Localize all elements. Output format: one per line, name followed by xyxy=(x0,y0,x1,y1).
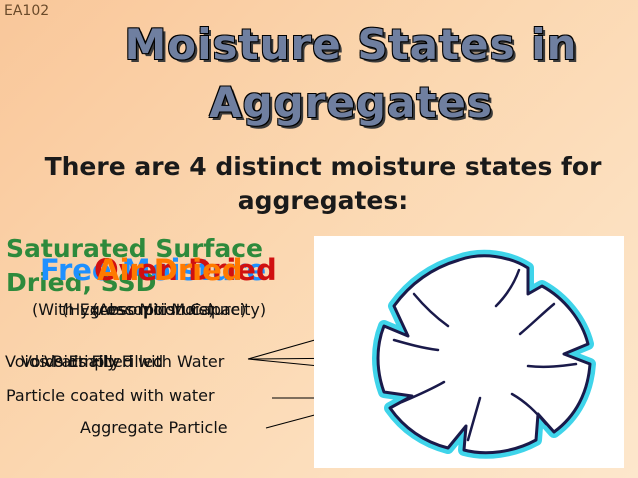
note-absorption-capacity: (Absorption Capacity) xyxy=(92,300,267,319)
subtitle: There are 4 distinct moisture states for… xyxy=(44,152,602,215)
aggregate-particle xyxy=(376,254,592,455)
void-lower-right xyxy=(510,392,548,426)
aggregate-particle-diagram xyxy=(372,249,596,459)
note-excess-moisture: (With Excess Moisture) xyxy=(32,300,215,319)
state-oven-dried-label: Oven Dried xyxy=(94,253,277,287)
label-voids-empty: Voids Empty xyxy=(21,352,121,371)
void-upper-right xyxy=(518,302,556,336)
state-ssd-line1: Saturated Surface xyxy=(6,234,263,263)
state-ssd-label: Saturated Surface Dried, SSD xyxy=(6,232,263,300)
diagram-panel xyxy=(314,236,624,468)
state-air-dried-label: Air Dried xyxy=(97,253,243,287)
void-right xyxy=(526,362,578,369)
void-lower-left xyxy=(400,380,446,404)
label-particle-coated: Particle coated with water xyxy=(6,386,215,405)
label-aggregate-particle: Aggregate Particle xyxy=(80,418,228,437)
particle-voids xyxy=(392,268,578,442)
label-voids-partially-filled: Voids Partially Filled xyxy=(5,352,164,371)
label-voids-filled: Voids Filled with Water xyxy=(44,352,225,371)
note-hygroscopic-moisture: (Hygroscopic Moisture) xyxy=(62,300,247,319)
page-title: Moisture States in Aggregates xyxy=(124,20,578,127)
void-upper-left xyxy=(412,292,450,328)
state-free-moisture-label: Free Moisture xyxy=(40,253,267,287)
slide-code: EA102 xyxy=(4,3,50,19)
void-top xyxy=(494,268,521,308)
void-left xyxy=(392,338,440,352)
state-ssd-line2: Dried, SSD xyxy=(6,268,157,297)
void-bottom xyxy=(466,396,482,442)
